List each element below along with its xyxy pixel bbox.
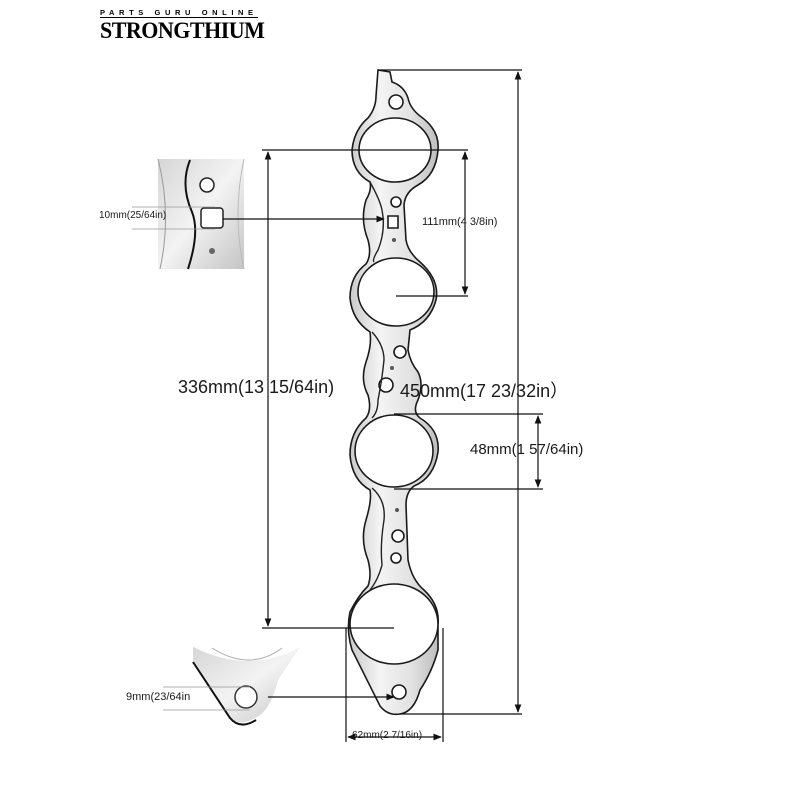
bolt-hole-inset [163, 647, 300, 726]
square-hole-label: 10mm(25/64in) [99, 210, 167, 221]
overall-length-label: 450mm(17 23/32in） [400, 381, 569, 401]
flange-width-label: 62mm(2 7/16in) [352, 730, 423, 741]
dimension-lines [223, 69, 543, 742]
brand-tagline: PARTS GURU ONLINE [100, 8, 258, 18]
bolt-hole-label: 9mm(23/64in [126, 691, 191, 703]
brand-logo: PARTS GURU ONLINE STRONGTHIUM [100, 2, 265, 44]
port-span-label: 336mm(13 15/64in) [178, 377, 335, 397]
brand-name: STRONGTHIUM [100, 16, 265, 44]
port-diameter-label: 48mm(1 57/64in) [470, 441, 584, 458]
square-hole-inset [132, 158, 245, 270]
port-spacing-label: 111mm(4 3/8in) [422, 216, 498, 228]
